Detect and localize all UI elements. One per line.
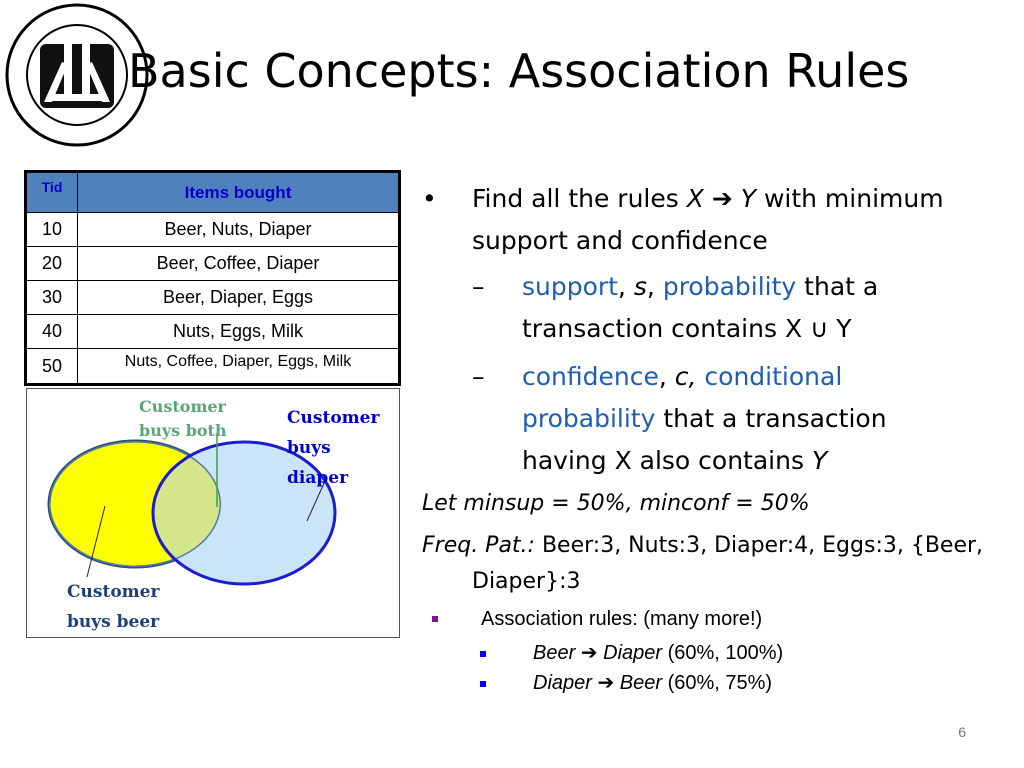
label-customer-buys-beer: Customer buys beer bbox=[67, 582, 160, 632]
square-bullet-icon bbox=[480, 651, 486, 657]
tid-cell: 40 bbox=[25, 314, 78, 349]
label-customer-buys-both: Customer buys both bbox=[139, 397, 227, 440]
label-customer-buys-diaper: Customer buys diaper bbox=[287, 408, 380, 488]
items-cell: Beer, Coffee, Diaper bbox=[77, 246, 400, 281]
bullet-text: Find all the rules X ➔ Y with minimum su… bbox=[472, 184, 944, 255]
thresholds-line: Let minsup = 50%, minconf = 50% bbox=[422, 491, 810, 516]
frequent-patterns: Freq. Pat.: Beer:3, Nuts:3, Diaper:4, Eg… bbox=[422, 533, 984, 594]
page-number: 6 bbox=[958, 724, 966, 740]
diaper-pointer-line bbox=[306, 480, 326, 522]
venn-diagram: Customer buys both Customer buys diaper … bbox=[26, 388, 400, 638]
bullet-marker: • bbox=[422, 184, 437, 213]
university-logo bbox=[4, 2, 150, 148]
beer-pointer-line bbox=[86, 505, 106, 578]
column-header-tid: Tid bbox=[25, 171, 78, 213]
tid-cell: 30 bbox=[25, 280, 78, 315]
square-bullet-icon bbox=[480, 681, 486, 687]
items-cell: Nuts, Coffee, Diaper, Eggs, Milk bbox=[77, 348, 400, 385]
slide-title: Basic Concepts: Association Rules bbox=[128, 44, 910, 98]
tid-cell: 50 bbox=[25, 348, 78, 385]
transactions-table: Tid Items bought 10 Beer, Nuts, Diaper 2… bbox=[24, 170, 401, 386]
items-cell: Beer, Nuts, Diaper bbox=[77, 212, 400, 247]
table-row: 10 Beer, Nuts, Diaper bbox=[25, 212, 400, 247]
support-definition: support, s, probability that a transacti… bbox=[522, 272, 879, 343]
square-bullet-icon bbox=[432, 616, 438, 622]
table-header-row: Tid Items bought bbox=[25, 171, 400, 213]
items-cell: Beer, Diaper, Eggs bbox=[77, 280, 400, 315]
items-cell: Nuts, Eggs, Milk bbox=[77, 314, 400, 349]
dash-marker: – bbox=[472, 272, 485, 301]
table-row: 30 Beer, Diaper, Eggs bbox=[25, 280, 400, 315]
table-row: 50 Nuts, Coffee, Diaper, Eggs, Milk bbox=[25, 348, 400, 385]
table-row: 20 Beer, Coffee, Diaper bbox=[25, 246, 400, 281]
dash-marker: – bbox=[472, 362, 485, 391]
tid-cell: 10 bbox=[25, 212, 78, 247]
table-row: 40 Nuts, Eggs, Milk bbox=[25, 314, 400, 349]
confidence-definition: confidence, c, conditional probability t… bbox=[522, 362, 887, 475]
column-header-items: Items bought bbox=[77, 171, 400, 213]
tid-cell: 20 bbox=[25, 246, 78, 281]
